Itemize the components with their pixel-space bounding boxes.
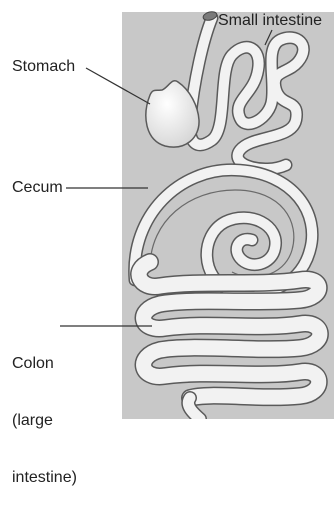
label-colon-line1: Colon — [12, 354, 77, 373]
label-cecum: Cecum — [12, 179, 63, 197]
label-colon-line3: intestine) — [12, 468, 77, 487]
label-stomach: Stomach — [12, 58, 75, 76]
label-colon: Colon (large intestine) — [12, 316, 77, 506]
label-small-intestine: Small intestine — [218, 12, 322, 30]
label-colon-line2: (large — [12, 411, 77, 430]
